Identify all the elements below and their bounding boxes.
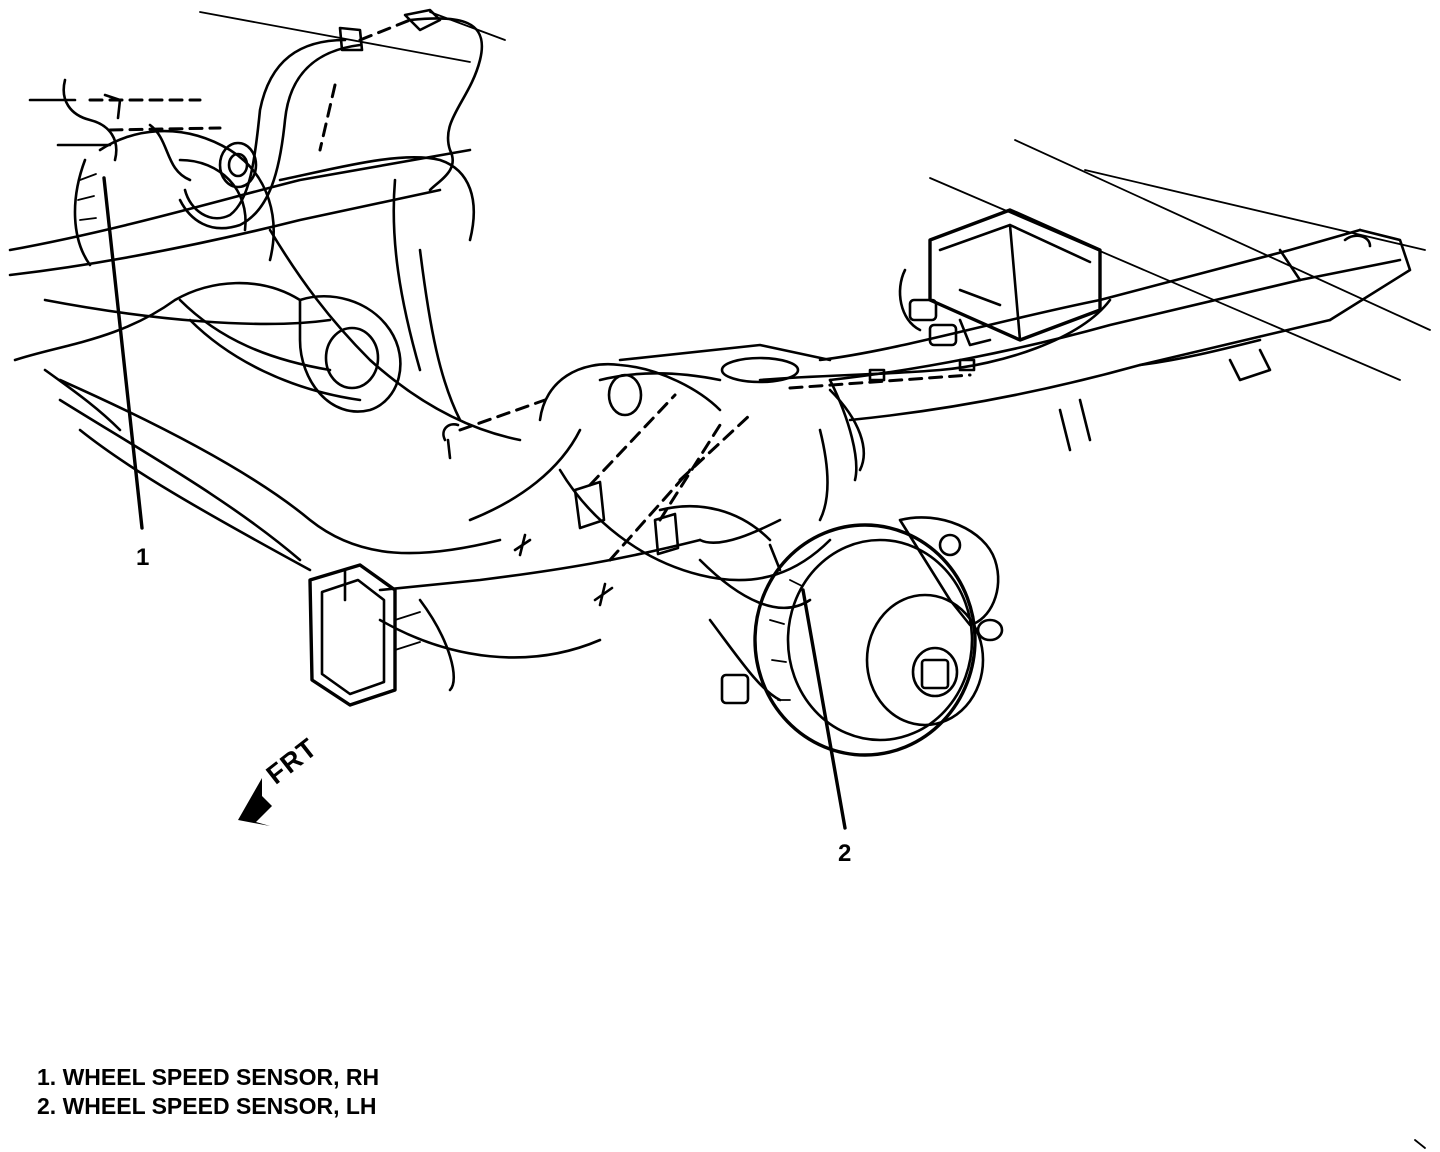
legend-item-2: 2. WHEEL SPEED SENSOR, LH: [37, 1093, 377, 1119]
lh-brake-rotor: [753, 516, 1004, 757]
callout-2-leader: [801, 588, 847, 830]
front-direction-arrow: [238, 778, 272, 826]
callout-2-number: 2: [838, 840, 852, 867]
lh-axle-housing: [538, 343, 858, 705]
abs-control-module: [898, 208, 1102, 347]
lh-wiring-harness: [658, 298, 1112, 545]
rh-frame-rail: [8, 148, 472, 432]
bracket-attachment-lines: [442, 393, 782, 607]
callout-1-number: 1: [136, 544, 150, 571]
front-crossmember: [58, 378, 702, 707]
rh-wiring-harness: [28, 8, 484, 230]
center-frame-section: [178, 156, 522, 442]
callout-1-leader: [102, 176, 144, 530]
lh-frame-rail: [818, 228, 1412, 452]
legend: 1. WHEEL SPEED SENSOR, RH 2. WHEEL SPEED…: [37, 1063, 379, 1121]
legend-item-1: 1. WHEEL SPEED SENSOR, RH: [37, 1064, 380, 1090]
rh-brake-assembly: [73, 129, 275, 267]
vehicle-body-outline: [199, 11, 1431, 1149]
